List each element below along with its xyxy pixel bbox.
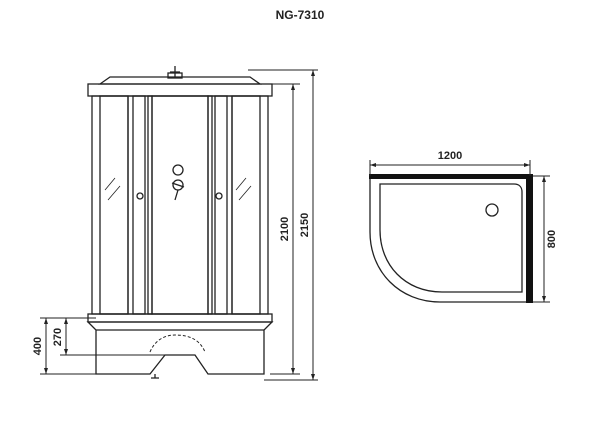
glass-outer <box>91 95 269 315</box>
roof-cap <box>167 72 183 79</box>
model-title: NG-7310 <box>275 8 325 22</box>
left-handle <box>136 192 144 200</box>
dim-270-label: 270 <box>52 328 64 346</box>
back-wall <box>369 174 533 179</box>
tray-top-view <box>369 174 533 303</box>
height-dimensions <box>40 69 318 381</box>
dim-2100-label: 2100 <box>279 217 291 241</box>
rear-panel <box>151 95 209 315</box>
right-glass <box>231 95 261 315</box>
dim-400-label: 400 <box>32 337 44 355</box>
right-handle <box>215 192 223 200</box>
top-frame <box>87 83 273 97</box>
height-dimension-arrows <box>44 70 315 380</box>
left-door-profile <box>132 95 146 315</box>
tray-body <box>86 321 274 375</box>
mixer-top <box>172 164 184 176</box>
left-glass <box>99 95 129 315</box>
dim-2150-label: 2150 <box>299 213 311 237</box>
tray-basin <box>379 183 523 293</box>
tray-dimensions <box>369 160 550 303</box>
bottom-frame <box>87 313 273 323</box>
side-wall <box>526 174 533 303</box>
drain-leg <box>151 374 159 379</box>
roof-vent <box>170 66 180 77</box>
dim-1200-label: 1200 <box>438 150 462 162</box>
cabin-front-view <box>86 66 274 379</box>
right-door-profile <box>214 95 228 315</box>
tray-outline <box>369 175 531 303</box>
dim-800-label: 800 <box>546 230 558 248</box>
drain-hole <box>485 203 499 217</box>
